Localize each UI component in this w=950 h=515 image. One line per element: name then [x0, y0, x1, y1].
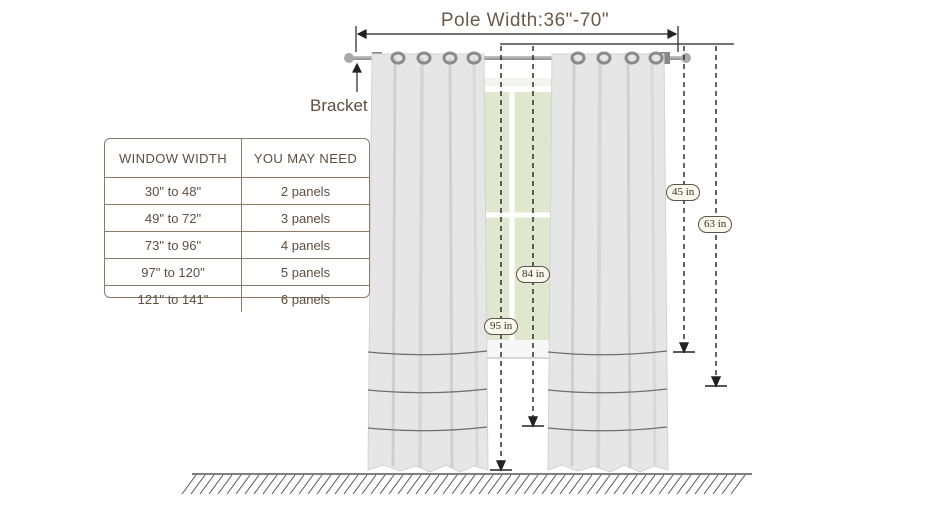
panels-cell: 6 panels: [241, 285, 369, 312]
table-row: 49" to 72" 3 panels: [105, 204, 369, 232]
floor-hatch-mark: [604, 474, 620, 495]
floor-hatch-mark: [253, 474, 269, 495]
table-header-row: WINDOW WIDTH YOU MAY NEED: [105, 139, 369, 178]
floor-hatch-mark: [523, 474, 539, 495]
floor-hatch-mark: [730, 474, 746, 495]
floor-hatch-mark: [685, 474, 701, 495]
floor-hatch-mark: [226, 474, 242, 495]
window-width-cell: 30" to 48": [105, 177, 242, 205]
floor-hatch-mark: [379, 474, 395, 495]
floor-hatch-mark: [640, 474, 656, 495]
floor-hatch-mark: [433, 474, 449, 495]
floor-hatch-mark: [514, 474, 530, 495]
floor-hatch-mark: [361, 474, 377, 495]
floor-hatch-mark: [721, 474, 737, 495]
floor-hatch-mark: [181, 474, 197, 495]
length-tag-84: 84 in: [516, 266, 551, 283]
floor-hatch-mark: [424, 474, 440, 495]
floor-hatch-mark: [325, 474, 341, 495]
floor-hatch-mark: [307, 474, 323, 495]
header-window-width: WINDOW WIDTH: [105, 139, 242, 178]
floor-hatch-mark: [460, 474, 476, 495]
floor-hatch-mark: [397, 474, 413, 495]
right-curtain-panel: [547, 53, 669, 473]
length-tag-45: 45 in: [666, 184, 701, 201]
floor-hatch-mark: [352, 474, 368, 495]
length-line-ends: [490, 342, 727, 472]
length-lines: [500, 46, 717, 466]
floor-hatch-mark: [271, 474, 287, 495]
floor-hatch-mark: [235, 474, 251, 495]
table-row: 121" to 141" 6 panels: [105, 285, 369, 312]
floor-hatch-mark: [595, 474, 611, 495]
table-row: 97" to 120" 5 panels: [105, 258, 369, 286]
floor-hatch-mark: [244, 474, 260, 495]
floor-hatch-mark: [667, 474, 683, 495]
floor-hatch-mark: [550, 474, 566, 495]
floor-hatch-mark: [541, 474, 557, 495]
floor-hatch-mark: [289, 474, 305, 495]
panels-cell: 2 panels: [241, 177, 369, 205]
floor-hatch-mark: [613, 474, 629, 495]
floor-hatch-mark: [649, 474, 665, 495]
length-tag-63: 63 in: [698, 216, 733, 233]
window-width-cell: 97" to 120": [105, 258, 242, 286]
floor-hatch-mark: [280, 474, 296, 495]
pole-width-label: Pole Width:36"-70": [440, 10, 610, 31]
floor-hatch-mark: [532, 474, 548, 495]
floor-hatch-mark: [451, 474, 467, 495]
floor-hatch-mark: [388, 474, 404, 495]
floor-hatch-mark: [208, 474, 224, 495]
floor-hatch-mark: [370, 474, 386, 495]
floor-hatch-mark: [298, 474, 314, 495]
floor-hatch-mark: [415, 474, 431, 495]
floor-hatch-mark: [703, 474, 719, 495]
floor-hatch-mark: [487, 474, 503, 495]
window-width-cell: 73" to 96": [105, 231, 242, 259]
panels-cell: 3 panels: [241, 204, 369, 232]
floor-hatch-mark: [334, 474, 350, 495]
panel-size-table: WINDOW WIDTH YOU MAY NEED 30" to 48" 2 p…: [104, 138, 370, 312]
floor-hatch-mark: [658, 474, 674, 495]
floor-hatch-mark: [406, 474, 422, 495]
length-tag-95: 95 in: [484, 318, 519, 335]
floor-hatch-mark: [442, 474, 458, 495]
table-row: 30" to 48" 2 panels: [105, 177, 369, 205]
floor-hatch-mark: [217, 474, 233, 495]
floor-hatch-mark: [712, 474, 728, 495]
window-width-cell: 121" to 141": [105, 285, 242, 312]
floor-hatch-mark: [316, 474, 332, 495]
floor-hatch-mark: [262, 474, 278, 495]
floor-hatch-mark: [577, 474, 593, 495]
floor-hatch-mark: [694, 474, 710, 495]
bracket-arrow: [352, 62, 362, 92]
floor-hatch-mark: [622, 474, 638, 495]
floor-hatch-mark: [469, 474, 485, 495]
window-width-cell: 49" to 72": [105, 204, 242, 232]
floor-hatch-mark: [676, 474, 692, 495]
header-you-may-need: YOU MAY NEED: [241, 139, 369, 178]
floor-hatch-mark: [199, 474, 215, 495]
floor-hatch-mark: [568, 474, 584, 495]
floor-hatch-mark: [343, 474, 359, 495]
floor-hatch-mark: [559, 474, 575, 495]
floor-hatch-mark: [505, 474, 521, 495]
pole-width-dimension: [355, 26, 679, 52]
table-row: 73" to 96" 4 panels: [105, 231, 369, 259]
panels-cell: 5 panels: [241, 258, 369, 286]
left-curtain-panel: [367, 53, 489, 473]
floor-hatch-mark: [478, 474, 494, 495]
floor-hatch-mark: [631, 474, 647, 495]
floor-hatch-mark: [496, 474, 512, 495]
panels-cell: 4 panels: [241, 231, 369, 259]
floor: [181, 473, 752, 495]
grommets: [390, 51, 664, 65]
floor-hatch-mark: [586, 474, 602, 495]
floor-hatch-mark: [190, 474, 206, 495]
bracket-label: Bracket: [310, 96, 368, 115]
